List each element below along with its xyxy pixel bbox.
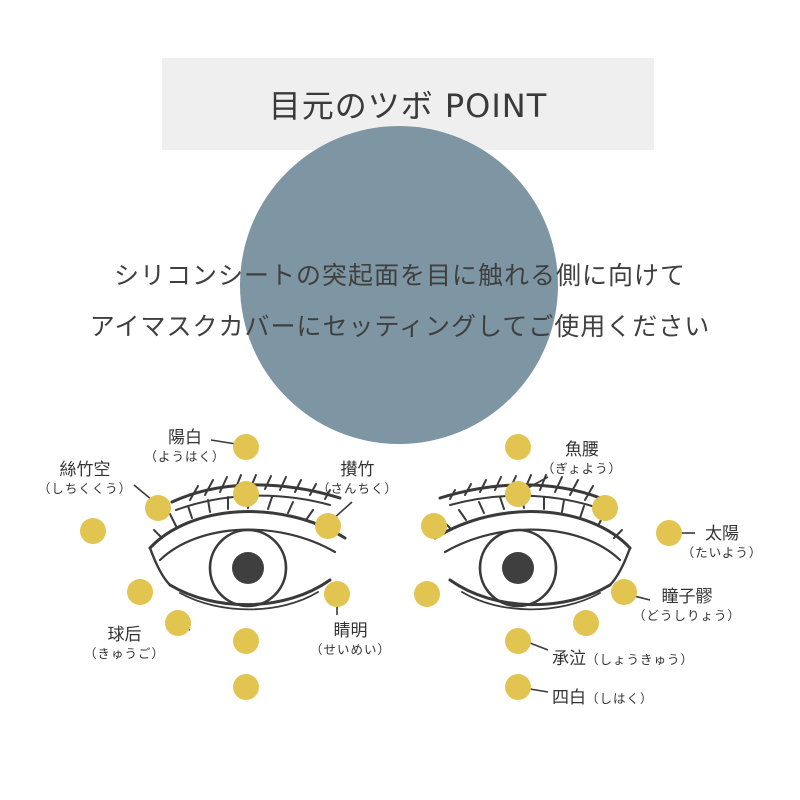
right-pupil	[502, 552, 534, 584]
point-reading: （せいめい）	[309, 642, 391, 658]
point-name: 陽白	[168, 428, 202, 448]
point-name: 攅竹	[340, 460, 375, 480]
acupoint-dot	[505, 481, 531, 507]
acupoint-dot	[127, 579, 153, 605]
point-reading: （どうしりょう）	[632, 608, 741, 624]
point-reading: （ようはく）	[144, 449, 226, 465]
acupoint-dot	[656, 520, 682, 546]
point-name: 承泣	[552, 649, 586, 669]
point-name: 睛明	[333, 621, 368, 641]
label-dojiryo: 瞳子髎 （どうしりょう）	[622, 587, 752, 624]
point-name: 絲竹空	[59, 460, 111, 480]
acupoint-dot	[233, 434, 259, 460]
instruction-line-1: シリコンシートの突起面を目に触れる側に向けて	[113, 261, 686, 290]
leader-gyoyo	[525, 476, 549, 490]
acupoint-dot	[421, 513, 447, 539]
instruction-line-2: アイマスクカバーにセッティングしてご使用ください	[89, 312, 711, 341]
point-reading: （きゅうご）	[83, 646, 165, 662]
point-reading: （ぎょよう）	[541, 461, 623, 477]
point-reading: （さんちく）	[316, 481, 398, 497]
acupoint-dot	[233, 628, 259, 654]
point-reading: （たいよう）	[681, 545, 763, 561]
label-taiyo: 太陽 （たいよう）	[672, 524, 772, 561]
left-pupil	[232, 552, 264, 584]
acupoint-dot	[573, 610, 599, 636]
point-reading: （しはく）	[586, 691, 654, 706]
acupoint-dot	[611, 579, 637, 605]
leader-dojiryo	[633, 595, 651, 601]
label-gyoyo: 魚腰 （ぎょよう）	[532, 440, 632, 477]
point-reading: （しょうきゅう）	[586, 652, 695, 667]
point-name: 球后	[107, 625, 142, 645]
acupoint-dot	[315, 513, 341, 539]
label-shichikukuu: 絲竹空 （しちくくう）	[30, 460, 140, 497]
point-name: 太陽	[705, 524, 739, 544]
label-shihaku: 四白（しはく）	[552, 683, 654, 708]
blue-circle	[240, 126, 558, 444]
label-kyugo: 球后 （きゅうご）	[72, 625, 177, 662]
point-name: 四白	[552, 688, 586, 708]
label-shokyu: 承泣（しょうきゅう）	[552, 644, 694, 669]
acupoint-dot	[505, 434, 531, 460]
point-name: 魚腰	[565, 440, 599, 460]
acupoint-dot	[80, 518, 106, 544]
leader-shihaku	[529, 688, 549, 693]
acupoint-dot	[505, 674, 531, 700]
leader-shokyu	[529, 642, 549, 651]
label-sanchiku: 攅竹 （さんちく）	[310, 460, 405, 497]
label-yohaku: 陽白 （ようはく）	[140, 428, 230, 465]
page-title: 目元のツボ POINT	[268, 87, 548, 125]
acupoint-dot	[592, 495, 618, 521]
label-seimei: 睛明 （せいめい）	[298, 621, 403, 658]
acupoint-dot	[233, 481, 259, 507]
acupoint-dot	[145, 495, 171, 521]
acupoint-dot	[505, 628, 531, 654]
acupoint-dot	[233, 674, 259, 700]
point-name: 瞳子髎	[661, 587, 713, 607]
point-reading: （しちくくう）	[37, 481, 133, 497]
acupoint-dot	[324, 581, 350, 607]
leader-yohaku	[210, 439, 237, 445]
acupoint-dot	[165, 610, 191, 636]
acupoint-dot	[414, 581, 440, 607]
